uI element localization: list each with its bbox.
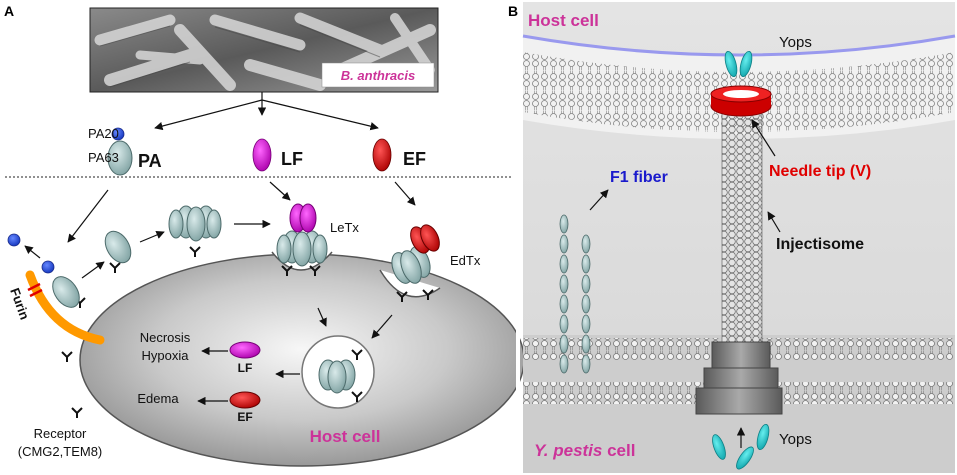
released-pa20 — [7, 233, 21, 247]
letx-complex: LeTx — [276, 203, 359, 267]
pa63-domain — [107, 140, 133, 176]
cytosolic-lf — [229, 341, 261, 359]
y-pestis-cell-label: Y. pestis cell — [534, 441, 635, 460]
necrosis-label: Necrosis — [140, 330, 191, 345]
pit-edtx — [379, 269, 441, 298]
pa63-monomer — [104, 230, 132, 264]
f1-fiber-label: F1 fiber — [610, 169, 668, 186]
pa-label: PA — [138, 151, 162, 171]
cytosolic-lf-label: LF — [238, 361, 253, 375]
needle-tip — [710, 85, 772, 117]
pathway-arrows — [24, 181, 416, 406]
yops-top-label: Yops — [779, 34, 812, 51]
f1-fibers — [559, 214, 591, 374]
edema-label: Edema — [137, 391, 179, 406]
panel-b: B — [508, 2, 956, 473]
furin-label: Furin — [7, 286, 32, 322]
panel-b-letter: B — [508, 3, 518, 19]
lf-toxin: LF — [252, 138, 303, 172]
cytosolic-ef — [229, 391, 261, 409]
host-membrane-outer — [522, 34, 956, 57]
panel-b-arrows — [589, 119, 781, 448]
panel-a: A B. anthracis — [4, 3, 525, 467]
yops-top — [724, 50, 753, 78]
bound-pa63 — [52, 276, 80, 308]
lf-label: LF — [281, 149, 303, 169]
pa20-label: PA20 — [88, 126, 119, 141]
pa20-domain — [111, 127, 125, 141]
letx-label: LeTx — [330, 220, 359, 235]
ef-toxin: EF — [372, 138, 426, 172]
receptor-names: (CMG2,TEM8) — [18, 444, 103, 459]
receptors — [61, 246, 434, 418]
receptor-label: Receptor — [34, 426, 87, 441]
pa-heptamer — [168, 205, 222, 242]
hypoxia-label: Hypoxia — [142, 348, 190, 363]
yops-bottom — [712, 423, 770, 470]
bound-pa20 — [41, 260, 55, 274]
furin-cleavage-mark — [27, 282, 43, 298]
edtx-complex: EdTx — [391, 224, 481, 284]
panel-a-letter: A — [4, 3, 14, 19]
endosome — [301, 335, 375, 409]
edtx-label: EdTx — [450, 253, 481, 268]
micrograph-label: B. anthracis — [341, 68, 415, 83]
injectisome-label: Injectisome — [776, 236, 864, 253]
branch-arrows — [154, 92, 379, 131]
host-cell-label-b: Host cell — [528, 11, 599, 30]
pa63-label: PA63 — [88, 150, 119, 165]
injectisome-needle — [721, 109, 763, 343]
yops-bottom-label: Yops — [779, 431, 812, 448]
b-anthracis-micrograph: B. anthracis — [89, 7, 439, 93]
ef-label: EF — [403, 149, 426, 169]
cytosolic-ef-label: EF — [237, 410, 252, 424]
needle-tip-label: Needle tip (V) — [769, 163, 871, 180]
host-cell-label-a: Host cell — [310, 427, 381, 446]
pa-toxin: PA20 PA63 PA — [88, 126, 162, 176]
injectisome-base — [695, 341, 783, 415]
